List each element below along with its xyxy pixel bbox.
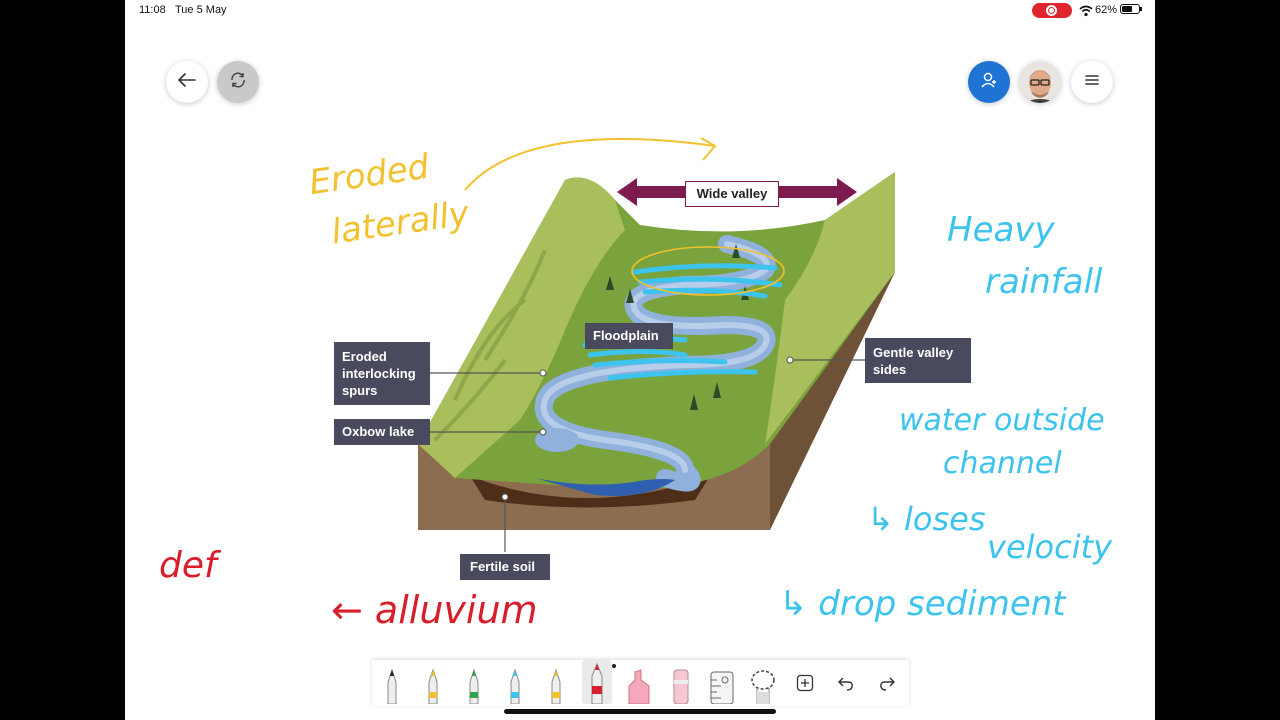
- add-person-icon: [980, 71, 998, 94]
- pen-icon: [591, 662, 603, 704]
- redo-button[interactable]: [872, 668, 902, 698]
- user-avatar[interactable]: [1019, 61, 1061, 103]
- redo-icon: [880, 677, 895, 691]
- pen-red-tool-selected[interactable]: [582, 660, 612, 704]
- share-button[interactable]: [968, 61, 1010, 103]
- status-date: Tue 5 May: [175, 4, 227, 16]
- pen-green-tool[interactable]: [459, 664, 489, 704]
- sync-button[interactable]: [217, 61, 259, 103]
- pen-yellow-tool[interactable]: [418, 664, 448, 704]
- battery-percent: 62%: [1095, 4, 1118, 16]
- pen-black-tool[interactable]: [377, 664, 407, 704]
- back-button[interactable]: [166, 61, 208, 103]
- back-arrow-icon: [178, 72, 196, 92]
- pen-icon: [510, 668, 520, 704]
- pen-icon: [387, 668, 397, 704]
- add-icon: [796, 674, 814, 692]
- pen-icon: [428, 668, 438, 704]
- undo-button[interactable]: [831, 668, 861, 698]
- lasso-icon: [751, 670, 775, 704]
- menu-button[interactable]: [1071, 61, 1113, 103]
- eraser-icon: [673, 669, 689, 704]
- ruler-icon: [710, 671, 734, 704]
- note-drop-sediment: ↳ drop sediment: [779, 584, 1066, 624]
- eraser-tool[interactable]: [666, 664, 696, 704]
- highlighter-icon: [628, 669, 650, 704]
- label-fertile-soil: Fertile soil: [460, 554, 550, 580]
- note-velocity: velocity: [987, 528, 1113, 566]
- note-rainfall: rainfall: [985, 262, 1103, 302]
- label-oxbow-lake: Oxbow lake: [334, 419, 430, 445]
- pen-icon: [551, 668, 561, 704]
- home-indicator[interactable]: [504, 709, 776, 714]
- label-wide-valley: Wide valley: [685, 181, 779, 207]
- label-floodplain: Floodplain: [585, 323, 673, 349]
- add-tool-button[interactable]: [790, 668, 820, 698]
- screen: 11:08 Tue 5 May 62%: [125, 0, 1155, 720]
- note-loses: ↳ loses: [867, 500, 986, 538]
- lasso-tool[interactable]: [748, 664, 778, 704]
- note-def: def: [159, 545, 217, 586]
- note-channel: channel: [943, 446, 1062, 481]
- avatar-photo: [1019, 61, 1061, 103]
- wifi-icon: [1079, 4, 1093, 17]
- note-heavy: Heavy: [947, 210, 1055, 250]
- hamburger-menu-icon: [1084, 73, 1100, 91]
- sync-icon: [229, 71, 247, 94]
- highlighter-tool[interactable]: [624, 664, 654, 704]
- selected-dot: [612, 664, 616, 668]
- label-gentle-valley-sides: Gentle valley sides: [865, 338, 971, 383]
- note-water-outside: water outside: [899, 403, 1105, 438]
- battery-icon: [1120, 4, 1142, 14]
- note-alluvium: ← alluvium: [331, 588, 538, 632]
- undo-icon: [838, 677, 853, 691]
- status-time: 11:08: [139, 4, 166, 16]
- drawing-toolbar: [372, 660, 909, 706]
- ruler-tool[interactable]: [707, 664, 737, 704]
- pen-blue-tool[interactable]: [500, 664, 530, 704]
- screen-record-indicator[interactable]: [1032, 3, 1072, 18]
- pen-yellow-2-tool[interactable]: [541, 664, 571, 704]
- label-eroded-spurs: Eroded interlocking spurs: [334, 342, 430, 405]
- pen-icon: [469, 668, 479, 704]
